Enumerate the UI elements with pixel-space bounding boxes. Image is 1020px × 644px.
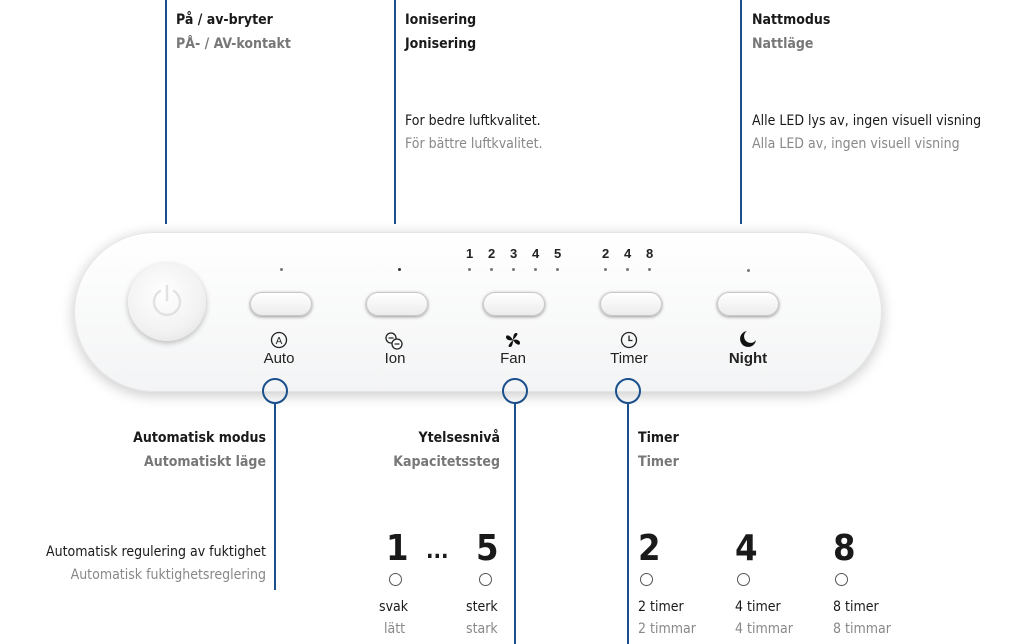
ion-callout-line <box>394 0 396 224</box>
fan-level-1: 1 <box>466 246 474 261</box>
fan-led-4 <box>534 268 537 271</box>
fan-high-no: sterk <box>466 599 498 615</box>
power-button[interactable] <box>128 263 206 341</box>
timer-title-no: Timer <box>638 430 679 446</box>
night-button[interactable] <box>717 292 779 316</box>
fan-led-2 <box>490 268 493 271</box>
fan-button[interactable] <box>483 292 545 316</box>
fan-level-5: 5 <box>554 246 562 261</box>
auto-button[interactable] <box>250 292 312 316</box>
night-callout-line <box>740 0 742 224</box>
timer-4-led <box>737 573 750 586</box>
fan-title-no: Ytelsesnivå <box>418 430 500 446</box>
fan-high-sv: stark <box>466 621 498 637</box>
timer-8-sv: 8 timmar <box>833 621 891 637</box>
timer-scale-8: 8 <box>833 528 856 569</box>
night-title-no: Nattmodus <box>752 12 831 28</box>
ion-button[interactable] <box>366 292 428 316</box>
night-label: Night <box>728 350 768 367</box>
auto-icon: A <box>270 331 288 349</box>
timer-level-8: 8 <box>646 246 654 261</box>
ion-desc-no: For bedre luftkvalitet. <box>405 113 541 129</box>
timer-level-4: 4 <box>624 246 632 261</box>
timer-scale-2: 2 <box>638 528 661 569</box>
power-callout-line <box>165 0 167 224</box>
fan-high-led <box>479 573 492 586</box>
timer-2-led <box>640 573 653 586</box>
ion-label: Ion <box>384 350 406 367</box>
ion-icon <box>385 332 403 350</box>
fan-scale-ellipsis: ... <box>426 539 449 564</box>
auto-label: Auto <box>263 350 295 367</box>
fan-icon <box>506 333 520 347</box>
fan-callout-marker <box>502 378 528 404</box>
timer-8-led <box>835 573 848 586</box>
ion-title-no: Ionisering <box>405 12 477 28</box>
timer-2-no: 2 timer <box>638 599 684 615</box>
timer-title-sv: Timer <box>638 454 679 470</box>
fan-level-2: 2 <box>488 246 496 261</box>
night-desc-no: Alle LED lys av, ingen visuell visning <box>752 113 982 129</box>
fan-led-5 <box>556 268 559 271</box>
timer-4-sv: 4 timmar <box>735 621 793 637</box>
fan-low-led <box>389 573 402 586</box>
ion-title-sv: Jonisering <box>405 36 477 52</box>
fan-title-sv: Kapacitetssteg <box>393 454 500 470</box>
power-icon <box>152 284 182 317</box>
timer-2-sv: 2 timmar <box>638 621 696 637</box>
fan-scale-high: 5 <box>476 528 499 569</box>
fan-label: Fan <box>500 350 526 367</box>
power-title-no: På / av-bryter <box>176 12 273 28</box>
auto-title-no: Automatisk modus <box>133 430 266 446</box>
timer-led-2 <box>604 268 607 271</box>
timer-scale-4: 4 <box>735 528 758 569</box>
timer-button[interactable] <box>600 292 662 316</box>
auto-desc-no: Automatisk regulering av fuktighet <box>45 544 266 560</box>
ion-led <box>398 268 401 271</box>
fan-level-3: 3 <box>510 246 518 261</box>
fan-scale-low: 1 <box>386 528 409 569</box>
fan-low-sv: lätt <box>384 621 406 637</box>
timer-led-4 <box>626 268 629 271</box>
auto-callout-marker <box>262 378 288 404</box>
fan-low-no: svak <box>379 599 409 615</box>
auto-title-sv: Automatiskt läge <box>143 454 266 470</box>
night-desc-sv: Alla LED av, ingen visuell visning <box>752 136 960 152</box>
fan-led-1 <box>468 268 471 271</box>
timer-level-2: 2 <box>602 246 610 261</box>
power-title-sv: PÅ- / AV-kontakt <box>176 36 291 52</box>
night-led <box>747 269 750 272</box>
svg-text:A: A <box>276 336 283 347</box>
fan-callout-line <box>514 404 516 644</box>
timer-label: Timer <box>610 350 648 367</box>
auto-led <box>280 268 283 271</box>
timer-4-no: 4 timer <box>735 599 781 615</box>
auto-desc-sv: Automatisk fuktighetsreglering <box>70 567 266 583</box>
timer-icon <box>620 331 638 349</box>
timer-callout-line <box>627 404 629 644</box>
auto-callout-line <box>274 404 276 590</box>
timer-led-8 <box>648 268 651 271</box>
fan-level-4: 4 <box>532 246 540 261</box>
timer-8-no: 8 timer <box>833 599 879 615</box>
fan-led-3 <box>512 268 515 271</box>
timer-callout-marker <box>615 378 641 404</box>
ion-desc-sv: För bättre luftkvalitet. <box>405 136 543 152</box>
night-icon <box>740 331 756 347</box>
night-title-sv: Nattläge <box>752 36 814 52</box>
